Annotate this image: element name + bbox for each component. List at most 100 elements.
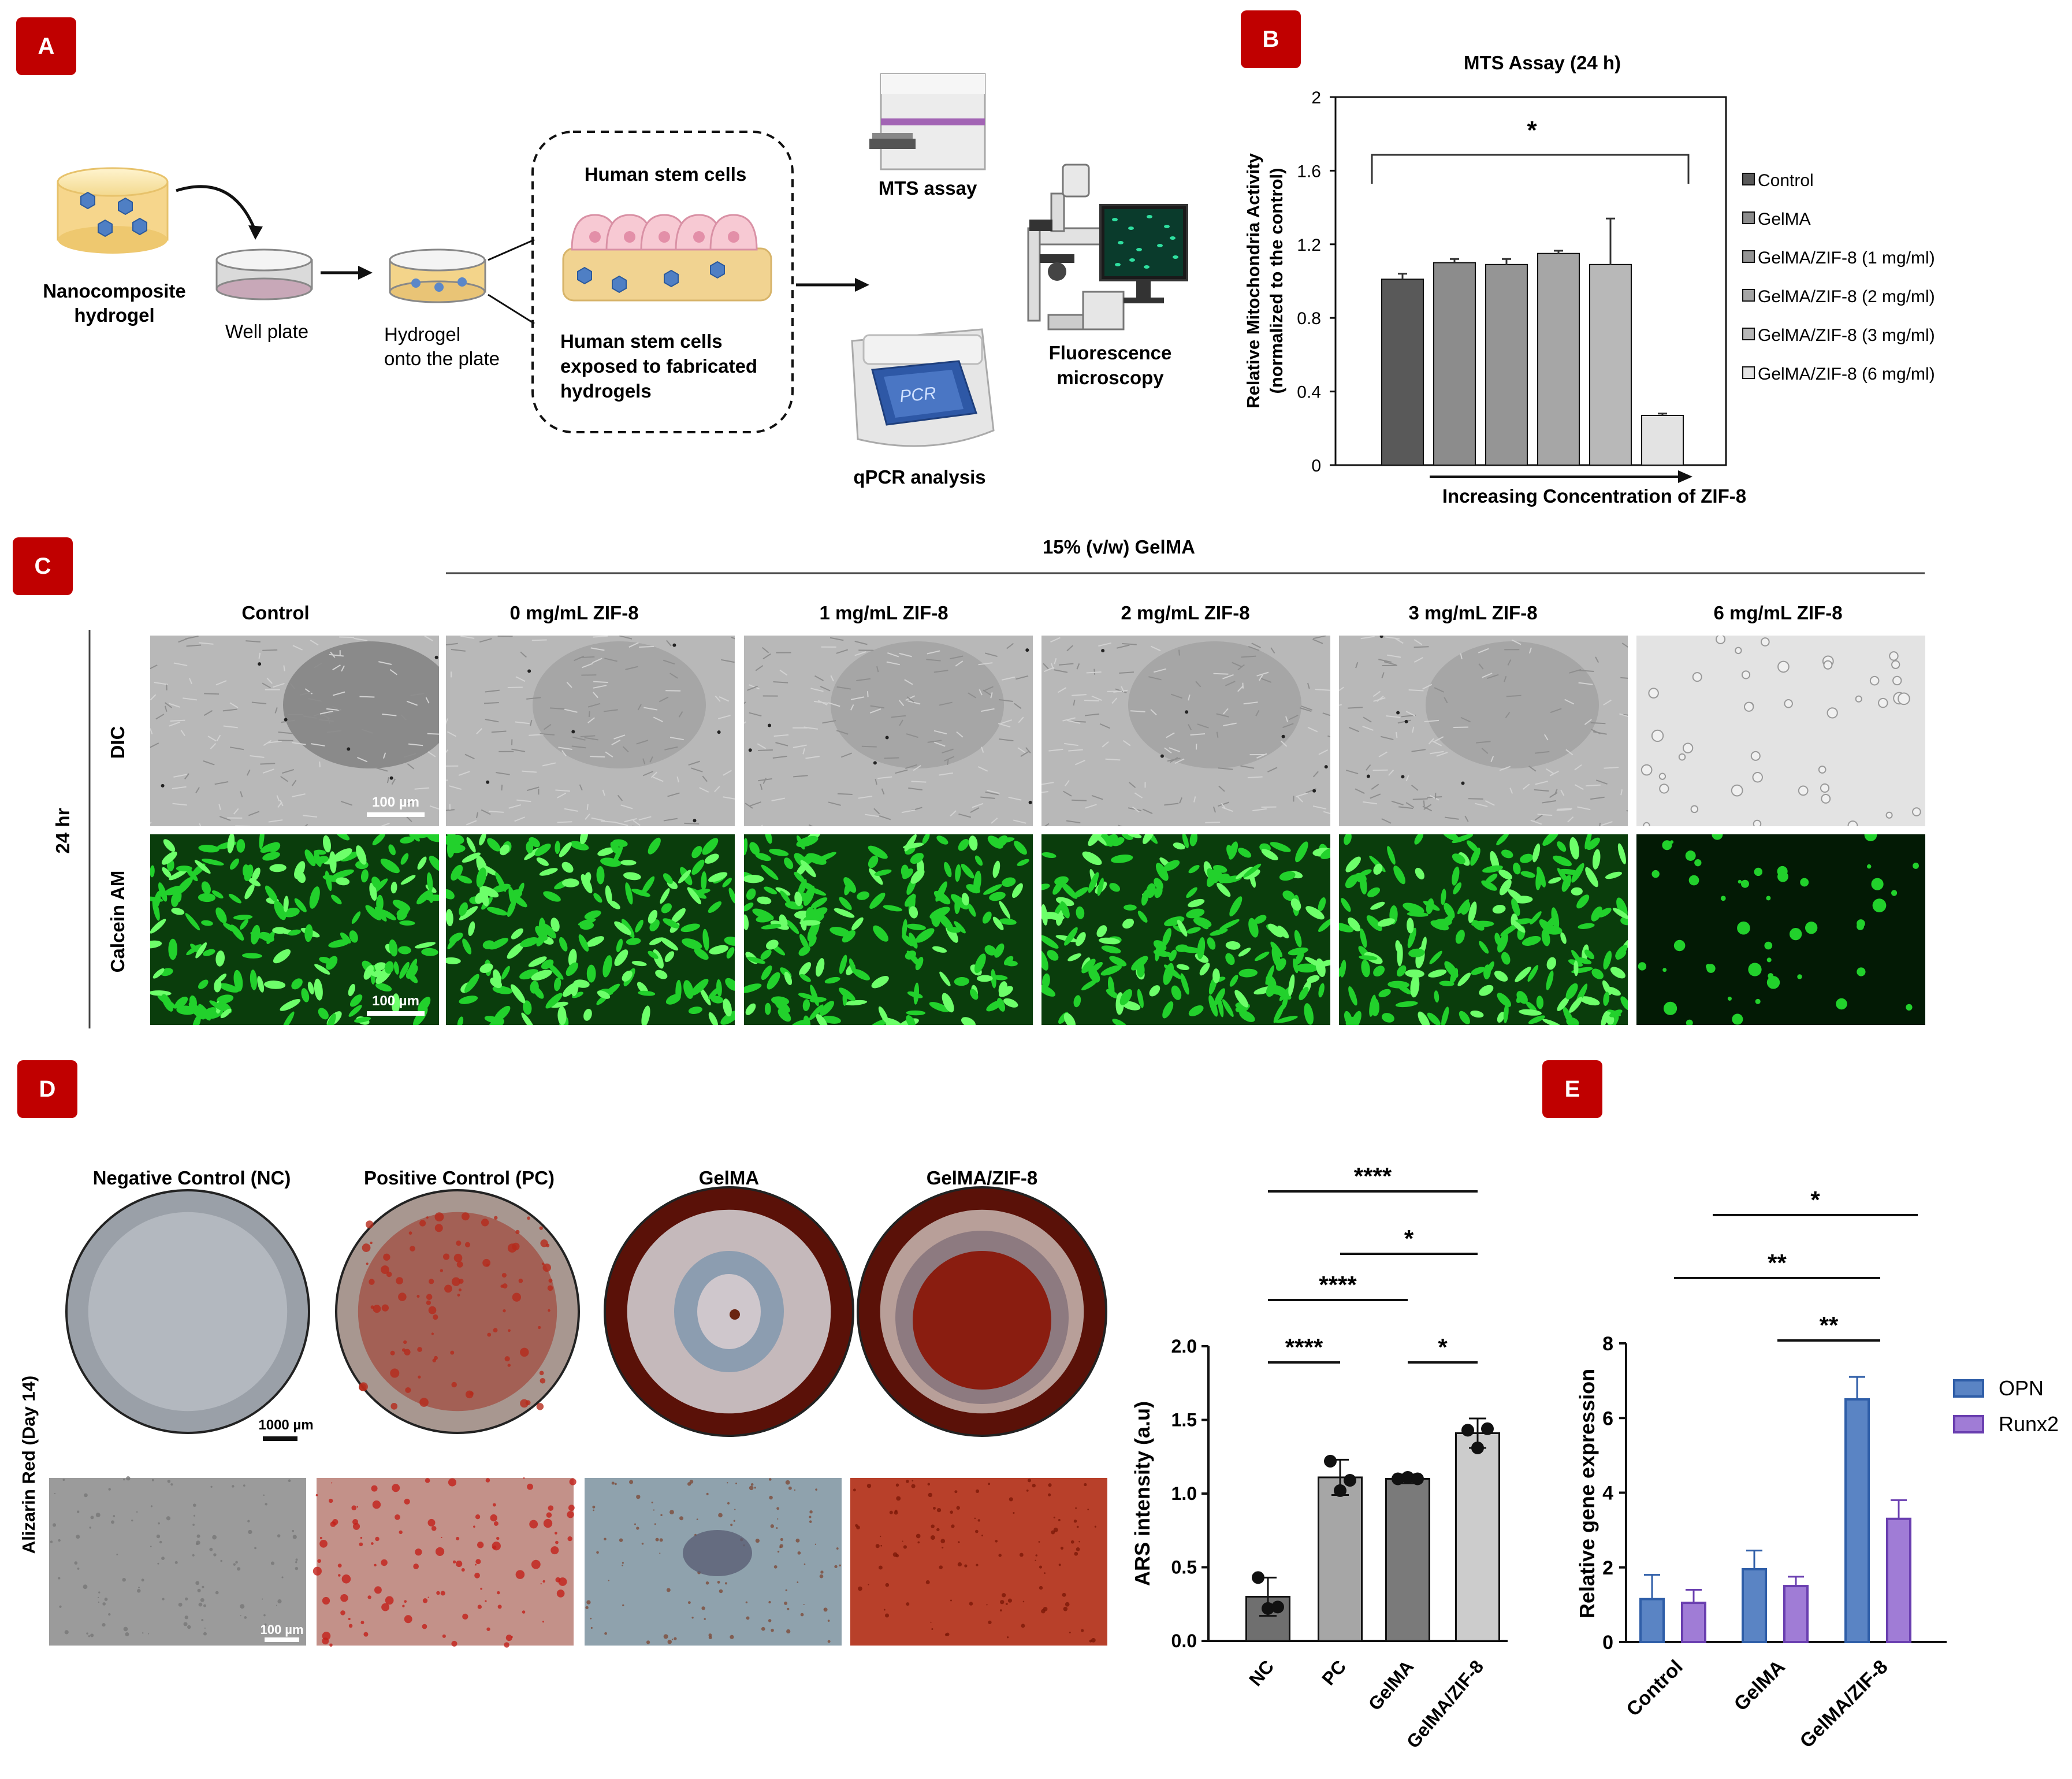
fluorescent-cell: [1063, 1013, 1076, 1025]
fluorescent-cell: [1155, 863, 1169, 881]
texture-dot: [360, 1621, 364, 1625]
cell-streak: [1432, 740, 1442, 746]
texture-dot: [834, 1565, 838, 1569]
texture-dot: [265, 1503, 267, 1506]
cell-streak: [1119, 671, 1134, 674]
cell-streak: [913, 765, 921, 771]
fluorescent-cell: [1186, 887, 1197, 898]
texture-dot: [733, 1520, 735, 1522]
cell-streak: [1091, 695, 1102, 701]
fluorescent-cell: [1294, 930, 1302, 948]
calcein-image: [744, 834, 1033, 1025]
debris-dot: [1324, 765, 1328, 769]
fluorescent-cell: [1124, 904, 1137, 911]
debris-dot: [258, 662, 262, 666]
fluorescent-cell: [557, 1006, 567, 1025]
cell-streak: [719, 696, 730, 702]
fluorescent-cell: [690, 979, 709, 996]
cell-streak: [1569, 668, 1582, 674]
dish-center: [913, 1251, 1051, 1390]
fluorescent-dot: [1906, 1004, 1913, 1011]
fluorescent-cell: [1610, 967, 1625, 979]
fluorescent-cell: [708, 872, 728, 882]
cell-streak: [664, 746, 678, 751]
fluorescent-cell: [974, 953, 986, 974]
cell-streak: [1530, 819, 1542, 825]
legend-entry: GelMA/ZIF-8 (3 mg/ml): [1758, 326, 1935, 345]
fluorescent-cell: [446, 957, 461, 964]
cell-streak: [195, 787, 200, 793]
x-arrow-head: [1678, 470, 1692, 483]
fluorescent-cell: [1393, 866, 1405, 885]
fluorescent-dot: [1857, 967, 1866, 976]
fluorescent-cell: [1214, 988, 1225, 1005]
cell-streak: [1216, 731, 1219, 738]
fluorescent-cell: [198, 845, 220, 853]
fluorescent-cell: [372, 834, 385, 845]
fluorescent-cell: [1320, 846, 1330, 859]
fluorescent-cell: [764, 1002, 771, 1015]
cell-streak: [406, 700, 418, 706]
fluorescent-dot: [1638, 962, 1647, 971]
fluorescent-cell: [849, 958, 857, 974]
cell-streak: [1065, 780, 1070, 786]
cell-streak: [1475, 803, 1488, 807]
fluorescent-cell: [429, 856, 439, 872]
cell-streak: [204, 693, 220, 695]
cell-streak: [1381, 672, 1385, 678]
texture-dot: [717, 1581, 720, 1584]
cell-streak: [262, 768, 274, 774]
fluorescent-cell: [198, 893, 216, 903]
cell-streak: [207, 736, 217, 742]
cell-streak: [956, 731, 964, 738]
fluorescent-cell: [1162, 928, 1171, 946]
stain-spot: [419, 1398, 429, 1407]
fluorescent-dot: [1662, 840, 1672, 850]
stain-spot: [518, 1279, 523, 1283]
texture-dot: [1019, 1553, 1024, 1557]
x-tick-label: PC: [1318, 1656, 1350, 1689]
fluorescent-cell: [660, 888, 670, 904]
fluorescent-cell: [1295, 963, 1318, 973]
cell-streak: [1619, 713, 1628, 717]
texture-dot: [917, 1541, 920, 1544]
cell-streak: [886, 661, 901, 666]
row-label: Alizarin Red (Day 14): [18, 1376, 39, 1554]
stain-spot: [370, 1305, 374, 1309]
texture-dot: [975, 1489, 980, 1494]
y-tick-label: 0.4: [1297, 383, 1321, 402]
row-label-calcein: Calcein AM: [107, 871, 128, 973]
texture-dot: [674, 1637, 677, 1640]
cell-streak: [407, 798, 418, 804]
cell-streak: [898, 700, 905, 707]
data-point: [1481, 1422, 1494, 1435]
cell-streak: [476, 728, 483, 734]
fluorescent-cell: [816, 958, 825, 977]
fluorescent-cell: [1295, 841, 1308, 863]
fluorescent-cell: [760, 949, 772, 960]
cell-streak: [1620, 789, 1623, 796]
panel-label-e: E: [1542, 1060, 1602, 1118]
texture-dot: [800, 1613, 804, 1617]
texture-dot: [59, 1605, 62, 1608]
cell-streak: [1301, 705, 1313, 711]
stain-spot: [433, 1314, 438, 1320]
texture-dot: [931, 1524, 935, 1528]
cell-streak: [1267, 767, 1278, 772]
texture-dot: [215, 1591, 219, 1595]
cell-streak: [1150, 709, 1157, 715]
texture-dot: [352, 1522, 360, 1530]
cell-streak: [615, 822, 628, 826]
cell-streak: [1405, 775, 1409, 782]
texture-dot: [655, 1537, 659, 1542]
fluorescent-cell: [798, 993, 814, 1000]
cell-streak: [215, 680, 227, 686]
cell-streak: [810, 688, 824, 692]
texture-dot: [755, 1539, 760, 1543]
cell-streak: [1509, 788, 1513, 794]
cell-streak: [1122, 642, 1137, 645]
cell-streak: [1072, 799, 1087, 801]
cell-streak: [1050, 637, 1061, 643]
stain-spot: [390, 1368, 400, 1378]
fluorescent-cell: [1299, 987, 1309, 1001]
